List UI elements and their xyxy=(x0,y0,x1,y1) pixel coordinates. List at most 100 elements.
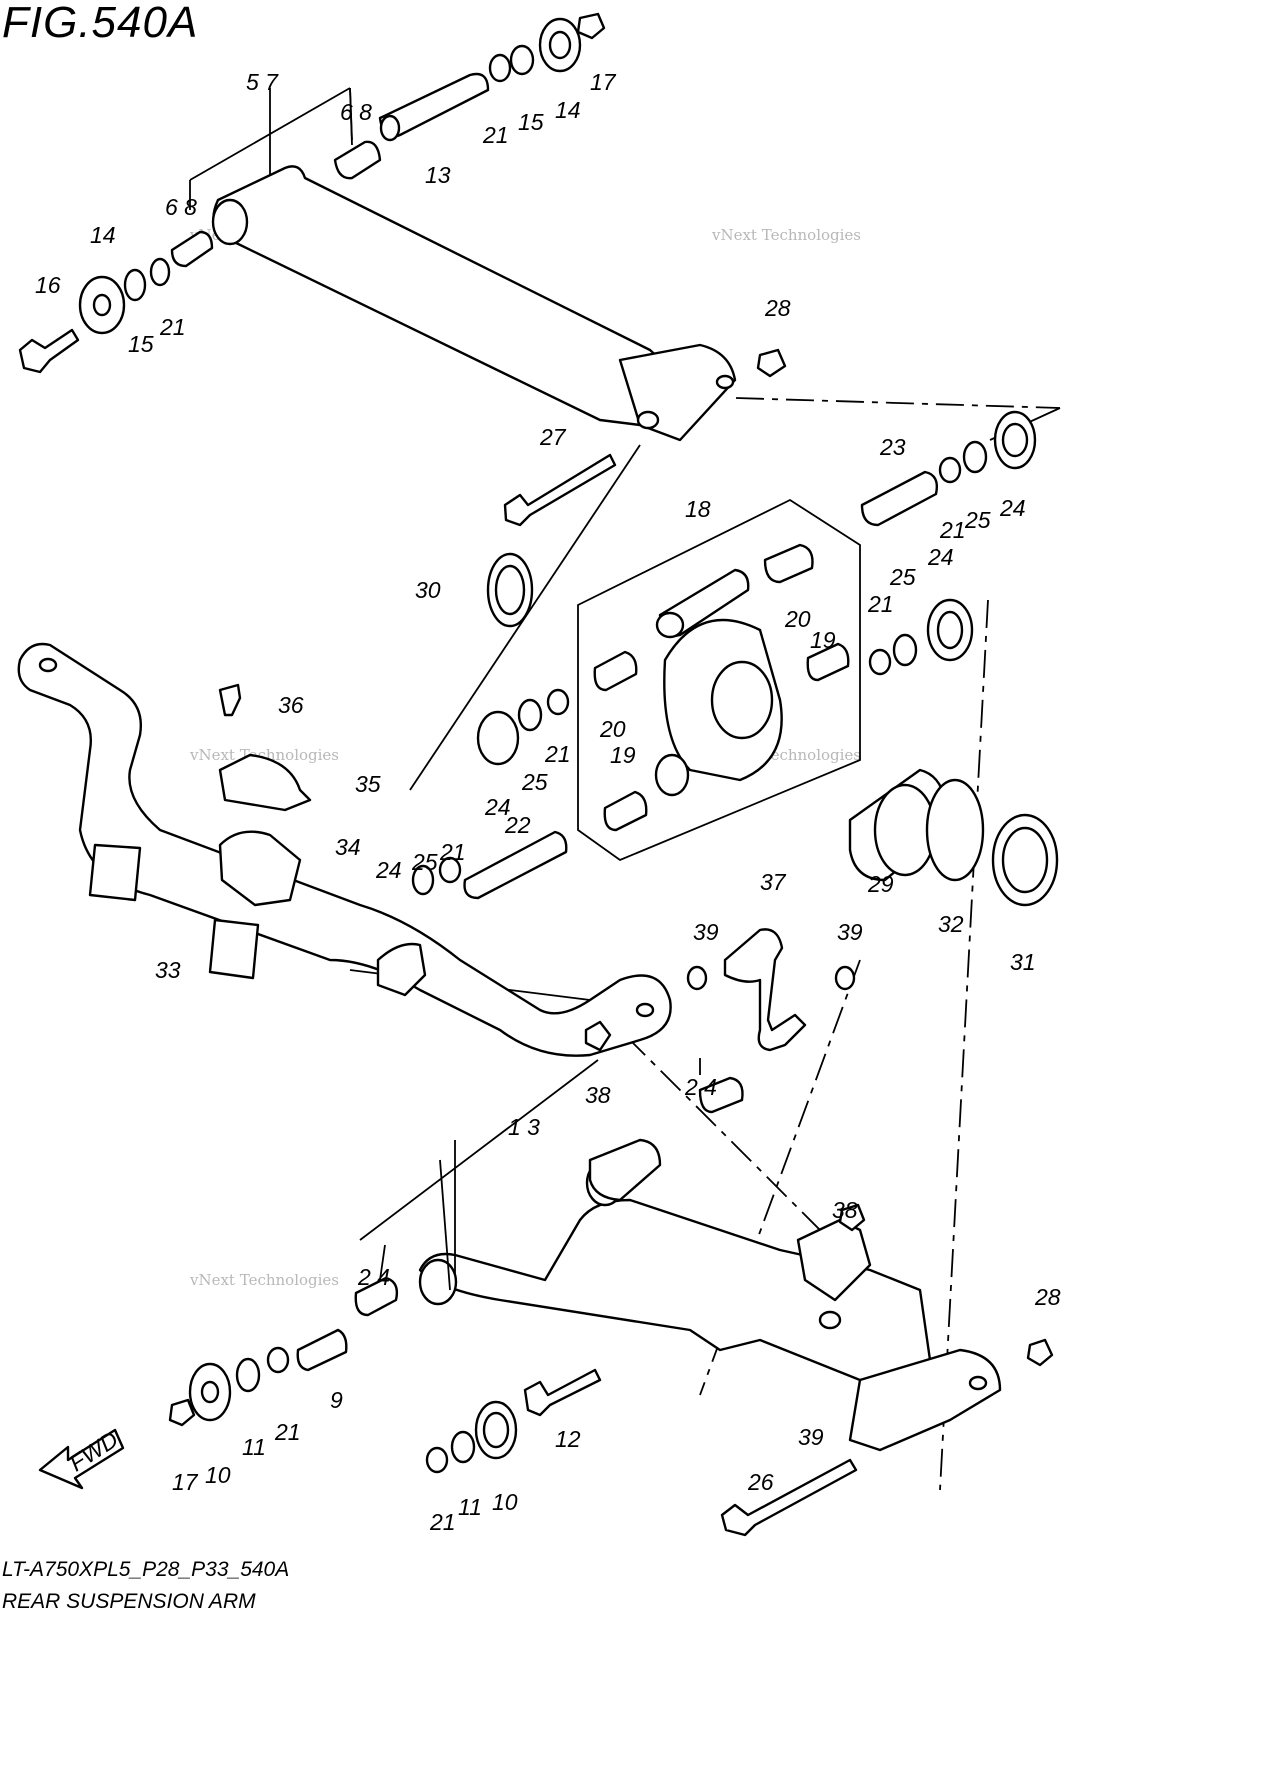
part-label: 20 xyxy=(784,606,811,632)
bolt-16 xyxy=(18,328,80,374)
washer-24 xyxy=(376,942,427,997)
bracket-hole xyxy=(636,410,660,430)
seal-31-inner xyxy=(1001,826,1049,894)
part-label: 19 xyxy=(610,742,636,768)
nut-38 xyxy=(838,1203,866,1232)
bolt-36 xyxy=(218,683,242,717)
bushing-20 xyxy=(763,543,814,584)
part-label: 16 xyxy=(35,272,61,298)
o-ring-21 xyxy=(149,257,171,287)
part-label: 15 xyxy=(518,109,544,135)
washer-11 xyxy=(450,1430,476,1464)
bar-end-hole xyxy=(38,657,58,673)
bracket-hole xyxy=(968,1375,988,1391)
nut-17 xyxy=(168,1398,196,1427)
bushing-20 xyxy=(593,650,638,692)
part-label: 21 xyxy=(429,1509,456,1535)
part-label: 32 xyxy=(938,911,964,937)
watermark-text: vNext Technologies xyxy=(711,226,861,244)
washer-11 xyxy=(235,1357,261,1393)
dash-line xyxy=(735,397,1061,409)
part-label: 39 xyxy=(693,919,719,945)
bushing-19 xyxy=(603,790,648,832)
bushing-34 xyxy=(218,830,302,907)
part-label: 13 xyxy=(425,162,451,188)
nut-17 xyxy=(576,12,606,40)
washer-15 xyxy=(509,44,535,76)
circlip-32 xyxy=(925,778,985,882)
o-ring-21 xyxy=(488,53,512,83)
washer-39 xyxy=(834,965,856,991)
part-label: 14 xyxy=(90,222,116,248)
nut-38 xyxy=(584,1020,612,1052)
seal-24-inner xyxy=(936,610,964,650)
part-label: 35 xyxy=(355,771,381,797)
part-label: 27 xyxy=(539,424,567,450)
part-label: 21 xyxy=(544,741,571,767)
washer-15 xyxy=(123,268,147,302)
arm-front-tube xyxy=(588,1138,662,1202)
o-ring-21 xyxy=(868,648,892,676)
figure-name: REAR SUSPENSION ARM xyxy=(2,1590,256,1613)
seal-10-inner xyxy=(482,1411,510,1449)
part-label: 18 xyxy=(685,496,711,522)
part-label: 24 xyxy=(927,544,954,570)
part-label: 30 xyxy=(415,577,441,603)
figure-title: FIG.540A xyxy=(2,0,199,47)
seal-24-inner xyxy=(1001,422,1029,458)
part-label: 37 xyxy=(760,869,787,895)
seal-10-inner xyxy=(200,1380,220,1404)
part-label: 24 xyxy=(375,857,402,883)
seal-14-inner xyxy=(548,30,572,60)
part-label: 24 xyxy=(484,794,511,820)
oil-seal-30-inner xyxy=(494,564,526,616)
bar-body xyxy=(17,642,672,1057)
bar-end-hole xyxy=(635,1002,655,1018)
bush-sleeve xyxy=(88,843,142,902)
part-label: 12 xyxy=(555,1426,581,1452)
part-label: 36 xyxy=(278,692,304,718)
bolt-12 xyxy=(523,1368,602,1417)
part-label: 21 xyxy=(482,122,509,148)
part-label: 38 xyxy=(585,1082,611,1108)
knuckle-block-18 xyxy=(476,410,1037,862)
o-ring-21 xyxy=(938,456,962,484)
bolt-26 xyxy=(720,1458,858,1537)
fwd-arrow-shape xyxy=(38,1428,125,1490)
part-label: 29 xyxy=(867,871,894,897)
rear-bracket xyxy=(848,1348,1002,1452)
watermark-text: vNext Technologies xyxy=(189,746,339,764)
part-label: 17 xyxy=(590,69,617,95)
collar-9 xyxy=(296,1328,348,1372)
washer-25 xyxy=(411,864,435,896)
part-label: 23 xyxy=(879,434,906,460)
part-label: 25 xyxy=(964,507,991,533)
bushing-2-4 xyxy=(354,1276,399,1317)
part-label: 25 xyxy=(411,849,438,875)
leader-line xyxy=(349,87,353,141)
arm-pivot xyxy=(418,1258,458,1306)
leader-line xyxy=(189,87,353,210)
part-label: 24 xyxy=(999,495,1026,521)
bushing-19 xyxy=(806,642,850,682)
washer-25 xyxy=(517,698,543,732)
part-label: 28 xyxy=(764,295,791,321)
part-label: 19 xyxy=(810,627,836,653)
part-label: 9 xyxy=(330,1387,343,1413)
figure-code: LT-A750XPL5_P28_P33_540A xyxy=(2,1558,290,1581)
part-label: 14 xyxy=(555,97,581,123)
part-label: 33 xyxy=(155,957,181,983)
part-label: 31 xyxy=(1010,949,1036,975)
collar-22 xyxy=(463,830,568,900)
clamp-35 xyxy=(218,753,312,812)
part-label: 39 xyxy=(837,919,863,945)
part-label: 21 xyxy=(274,1419,301,1445)
leader-line xyxy=(359,1058,701,1291)
part-label: 10 xyxy=(205,1462,231,1488)
part-label: 39 xyxy=(798,1424,824,1450)
upper-bar-assembly xyxy=(18,12,787,527)
part-label: 34 xyxy=(335,834,361,860)
part-label: 5 7 xyxy=(246,69,279,95)
arm-frame xyxy=(418,1198,932,1402)
